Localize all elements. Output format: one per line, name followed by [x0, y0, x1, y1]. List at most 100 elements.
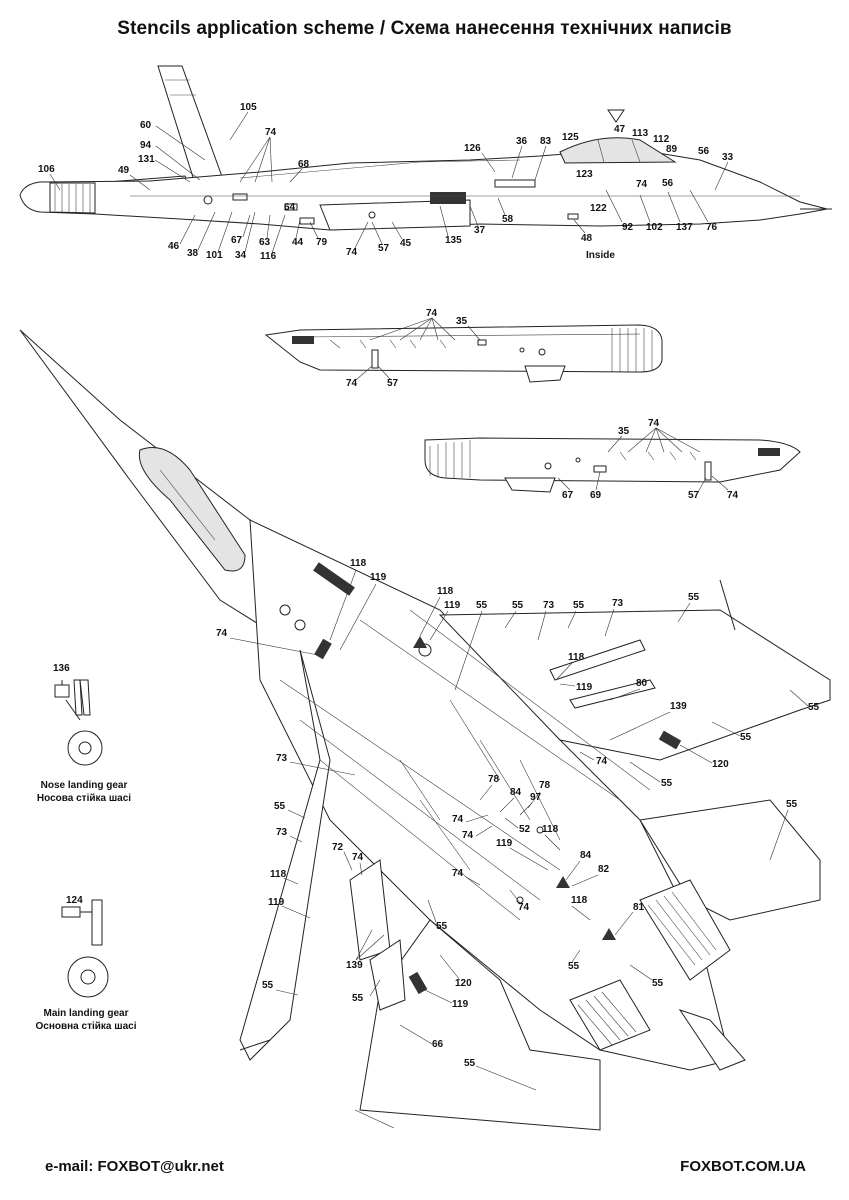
main-gear-caption-en: Main landing gear	[43, 1008, 128, 1019]
callout-label: 68	[298, 159, 310, 170]
callout-label: 119	[444, 600, 461, 611]
contact-email: e-mail: FOXBOT@ukr.net	[45, 1158, 224, 1175]
callout-label: 84	[510, 787, 522, 798]
callout-label: 55	[262, 980, 274, 991]
callout-label: 120	[455, 978, 472, 989]
nose-gear-wheel	[67, 730, 103, 766]
callout-label: 119	[268, 897, 285, 908]
plan-view-canopy	[138, 447, 246, 572]
callout-label: 57	[387, 378, 399, 389]
callout-label: 74	[596, 756, 608, 767]
callout-label: 118	[270, 869, 287, 880]
callout-label: 74	[518, 902, 530, 913]
callout-label: 116	[260, 251, 277, 262]
callout-label: 113	[632, 128, 649, 139]
callout-label: 106	[38, 164, 55, 175]
callout-label: 74	[216, 628, 228, 639]
callout-label: 55	[786, 799, 798, 810]
plan-view-nozzles	[569, 879, 746, 1071]
callout-label: 94	[140, 140, 152, 151]
callout-label: 55	[573, 600, 585, 611]
callout-label: 73	[276, 827, 288, 838]
callout-label: 74	[346, 247, 358, 258]
side-view-stencil-panel	[494, 179, 536, 188]
callout-label: 119	[452, 999, 469, 1010]
callout-label: 83	[540, 136, 552, 147]
callout-label: 122	[590, 203, 607, 214]
inside-note: Inside	[586, 250, 615, 261]
callout-label: 139	[346, 960, 363, 971]
callout-label: 46	[168, 241, 180, 252]
callout-label: 74	[426, 308, 438, 319]
page-title: Stencils application scheme / Схема нане…	[117, 18, 732, 39]
callout-label: 55	[436, 921, 448, 932]
callout-label: 55	[274, 801, 286, 812]
callout-label: 67	[562, 490, 574, 501]
callout-label: 131	[138, 154, 155, 165]
callout-label: 34	[235, 250, 247, 261]
main-gear-figure: 124 Main landing gear Основна стійка шас…	[36, 895, 137, 1032]
callout-label: 55	[661, 778, 673, 789]
callout-label: 38	[187, 248, 199, 259]
callout-label: 89	[666, 144, 678, 155]
callout-label: 78	[488, 774, 500, 785]
callout-label: 74	[352, 852, 364, 863]
side-view-nozzle	[49, 182, 96, 214]
callout-label: 69	[590, 490, 602, 501]
callout-label: 119	[496, 838, 513, 849]
callout-label: 33	[722, 152, 734, 163]
side-view-fin	[157, 65, 226, 191]
callout-label: 44	[292, 237, 304, 248]
callout-label: 60	[140, 120, 152, 131]
callout-label: 101	[206, 250, 223, 261]
callout-label: 55	[568, 961, 580, 972]
website-link[interactable]: FOXBOT.COM.UA	[680, 1158, 806, 1175]
callout-label: 92	[622, 222, 634, 233]
callout-label: 76	[706, 222, 718, 233]
callout-label: 84	[580, 850, 592, 861]
callout-label: 135	[445, 235, 462, 246]
callout-label: 139	[670, 701, 687, 712]
callout-label: 48	[581, 233, 593, 244]
callout-label: 79	[316, 237, 328, 248]
callout-label: 35	[456, 316, 468, 327]
main-gear-callout: 124	[66, 895, 83, 906]
callout-label: 55	[476, 600, 488, 611]
callout-label: 55	[808, 702, 820, 713]
callout-label: 74	[462, 830, 474, 841]
nose-gear-callout: 136	[53, 663, 70, 674]
callout-label: 58	[502, 214, 514, 225]
callout-label: 74	[727, 490, 739, 501]
callout-label: 55	[512, 600, 524, 611]
callout-label: 64	[284, 202, 296, 213]
callout-label: 56	[662, 178, 674, 189]
callout-label: 37	[474, 225, 486, 236]
nose-gear-stencil	[54, 684, 70, 698]
callout-label: 49	[118, 165, 130, 176]
callout-label: 66	[432, 1039, 444, 1050]
callout-label: 47	[614, 124, 626, 135]
detail-panel-top	[264, 324, 663, 383]
callout-label: 55	[652, 978, 664, 989]
callout-label: 74	[346, 378, 358, 389]
callout-label: 74	[265, 127, 277, 138]
callout-label: 120	[712, 759, 729, 770]
side-view-grille	[430, 192, 466, 204]
callout-label: 118	[350, 558, 367, 569]
plan-view-aircraft	[19, 329, 831, 1131]
callout-label: 105	[240, 102, 257, 113]
callout-label: 73	[612, 598, 624, 609]
callout-label: 82	[598, 864, 610, 875]
callout-label: 72	[332, 842, 344, 853]
side-view-canopy	[559, 137, 677, 164]
callout-label: 119	[370, 572, 387, 583]
detail-panel-bottom	[424, 437, 801, 493]
callout-label: 74	[636, 179, 648, 190]
callout-label: 137	[676, 222, 693, 233]
callout-label: 35	[618, 426, 630, 437]
side-view-callouts: 106 49 131 94 60 105 74 68 126 36 83 125…	[38, 102, 734, 262]
nose-gear-caption-ua: Носова стійка шасі	[37, 793, 131, 804]
callout-label: 112	[653, 134, 670, 145]
callout-label: 55	[352, 993, 364, 1004]
